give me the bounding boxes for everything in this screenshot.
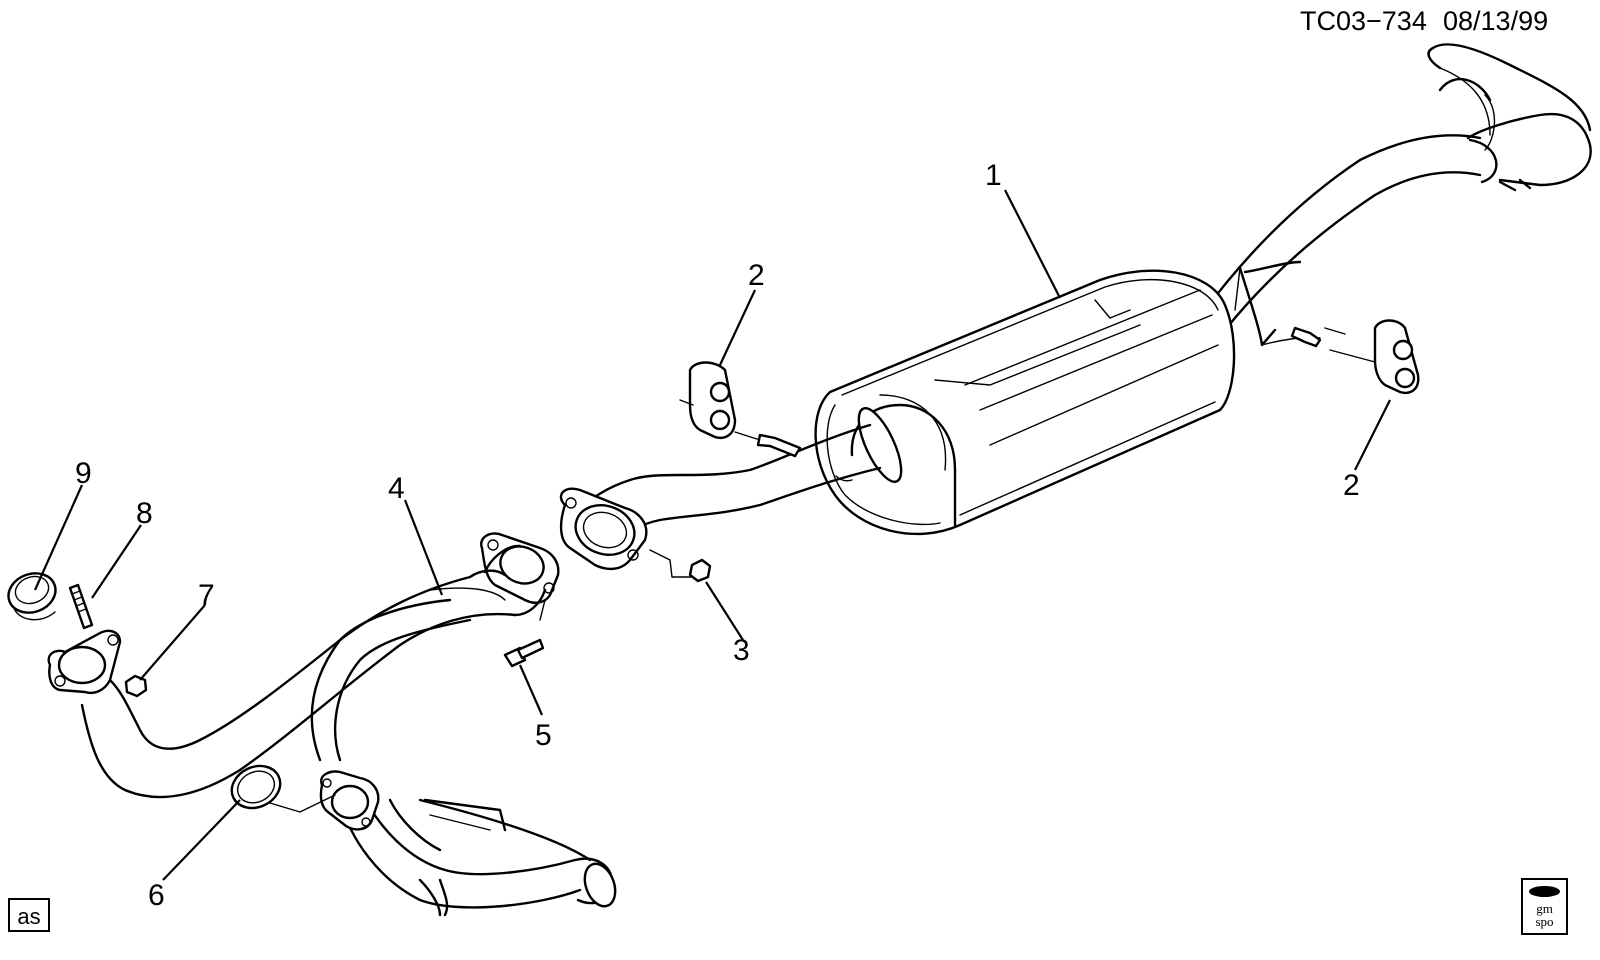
logo-line-2: spo: [1535, 914, 1554, 929]
bolt-5: [503, 599, 546, 668]
as-badge: as: [8, 898, 50, 932]
callouts: 1 2 2 3 4 5 6 7 8 9: [75, 159, 1360, 912]
callout-8: 8: [136, 497, 153, 530]
y-pipe: [80, 532, 617, 917]
callout-2-right: 2: [1343, 469, 1360, 502]
diagram-id: TC03−734: [1300, 6, 1427, 36]
nut-7: [124, 674, 148, 698]
logo-line-1: gm: [1536, 901, 1553, 916]
callout-6: 6: [148, 879, 165, 912]
leader-lines: [33, 189, 1391, 881]
hanger-right: [1290, 319, 1420, 394]
hanger-left: [679, 361, 802, 458]
gm-oval-icon: [1529, 886, 1560, 897]
muffler: [814, 269, 1236, 536]
pipe-flange: [559, 487, 648, 571]
tailpipe: [1203, 43, 1592, 347]
callout-4: 4: [388, 472, 405, 505]
callout-3: 3: [733, 634, 750, 667]
diagram-date: 08/13/99: [1443, 6, 1548, 36]
manifold-flange: [47, 629, 122, 694]
callout-5: 5: [535, 719, 552, 752]
nut-3: [649, 549, 712, 583]
lower-flange: [319, 770, 380, 831]
seal-ring: [7, 572, 57, 621]
callout-9: 9: [75, 457, 92, 490]
gm-spo-logo: gm spo: [1521, 878, 1568, 935]
callout-2-left: 2: [748, 259, 765, 292]
gasket: [230, 764, 336, 813]
stud: [68, 583, 94, 630]
callout-1: 1: [985, 159, 1002, 192]
callout-7: 7: [198, 579, 215, 612]
